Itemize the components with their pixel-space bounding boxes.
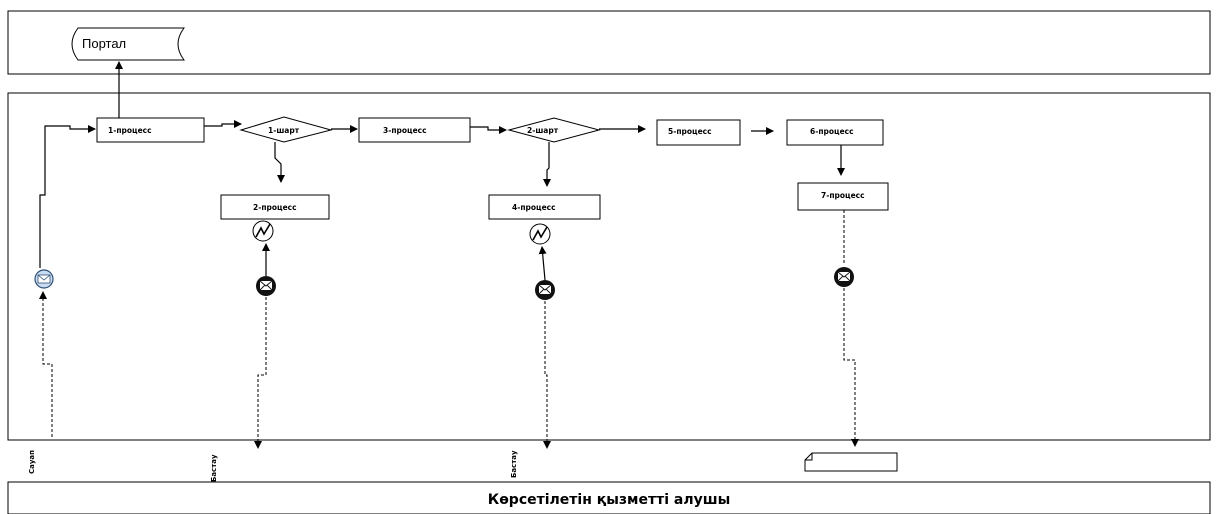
start-1-dashed-flow bbox=[254, 297, 267, 449]
process-6-box bbox=[786, 119, 884, 146]
arrow-c2-to-p4 bbox=[543, 142, 551, 187]
process-3-box bbox=[358, 117, 471, 143]
arrow-start-to-p1 bbox=[39, 125, 96, 268]
process-5-label: 5-процесс bbox=[668, 127, 712, 136]
process-4-box bbox=[488, 194, 601, 220]
arrow-p1-to-c1 bbox=[204, 120, 242, 128]
arrow-envelope-to-signature-2 bbox=[538, 246, 547, 281]
main-process-lane bbox=[7, 92, 1211, 441]
process-1-box bbox=[96, 117, 205, 143]
result-envelope-icon bbox=[834, 267, 854, 287]
portal-label: Портал bbox=[82, 36, 126, 51]
condition-1-label: 1-шарт bbox=[268, 126, 300, 135]
process-7-label: 7-процесс bbox=[821, 191, 865, 200]
signature-icon bbox=[252, 220, 274, 242]
process-4-label: 4-процесс bbox=[512, 203, 556, 212]
start-2-dashed-flow bbox=[543, 301, 551, 449]
start-2-label: Бастау bbox=[510, 450, 518, 478]
message-envelope-icon-2 bbox=[535, 280, 555, 300]
signature-icon-2 bbox=[529, 223, 551, 245]
arrow-c1-to-p2 bbox=[274, 142, 285, 183]
process-5-box bbox=[656, 119, 741, 146]
recipient-lane-label: Көрсетілетін қызметті алушы bbox=[488, 492, 731, 508]
portal-lane bbox=[7, 10, 1211, 75]
request-envelope-icon bbox=[34, 269, 54, 289]
process-1-label: 1-процесс bbox=[108, 126, 152, 135]
condition-1-diamond bbox=[239, 116, 333, 143]
document-icon bbox=[804, 452, 898, 472]
message-envelope-icon bbox=[256, 276, 276, 296]
process-6-label: 6-процесс bbox=[810, 127, 854, 136]
process-3-label: 3-процесс bbox=[383, 126, 427, 135]
process-7-box bbox=[797, 182, 889, 211]
recipient-lane bbox=[7, 481, 1211, 514]
portal-node bbox=[71, 27, 185, 61]
process-2-box bbox=[220, 194, 330, 220]
start-1-label: Бастау bbox=[210, 454, 218, 482]
condition-2-label: 2-шарт bbox=[527, 126, 559, 135]
arrow-p3-to-c2 bbox=[470, 126, 507, 134]
condition-2-diamond bbox=[507, 117, 601, 143]
request-dashed-flow bbox=[39, 291, 53, 437]
result-dashed-flow bbox=[843, 288, 859, 447]
process-2-label: 2-процесс bbox=[253, 203, 297, 212]
request-label: Сауап bbox=[28, 450, 36, 474]
